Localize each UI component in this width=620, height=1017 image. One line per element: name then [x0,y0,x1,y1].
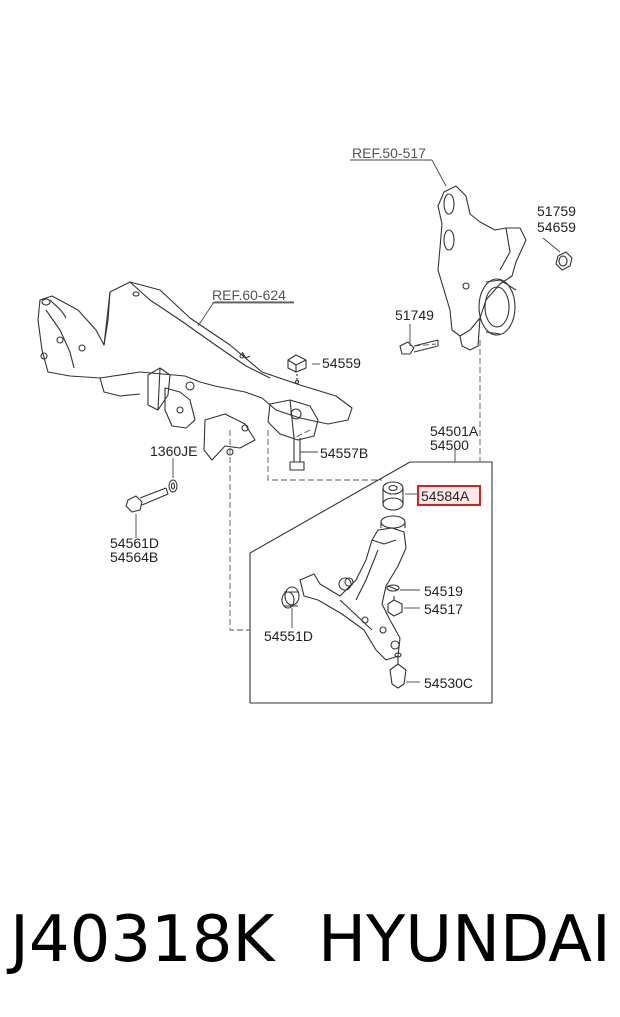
lower-control-arm [299,527,407,661]
leader-lines [135,159,561,683]
ball-joint-54530c [389,652,407,689]
label-54564b: 54564B [110,549,158,565]
part-code: J40318K [10,903,275,977]
bolt-54557b [289,438,305,471]
brand-name: HYUNDAI [318,903,611,977]
bushing-54551d [281,577,352,609]
label-1360je: 1360JE [150,443,197,459]
nut-51759 [555,251,573,271]
label-51749: 51749 [395,307,434,323]
bolt-51749 [399,339,439,355]
label-54517: 54517 [424,601,463,617]
nut-54517 [387,596,403,617]
label-54519: 54519 [424,583,463,599]
label-51759: 51759 [537,203,576,219]
crossmember-subframe [37,281,353,461]
label-54500: 54500 [430,437,469,453]
label-54584a: 54584A [421,488,470,504]
label-54659: 54659 [537,219,576,235]
steering-knuckle [437,185,527,351]
clip-54519 [386,584,400,592]
label-54561d: 54561D [110,535,159,551]
highlight-box [417,485,481,506]
label-54530c: 54530C [424,675,473,691]
ref-label-crossmember: REF.60-624 [212,287,286,303]
label-54501a: 54501A [430,423,479,439]
bolt-54561d [125,487,169,513]
dashed-guides [229,340,481,631]
label-54559: 54559 [322,355,361,371]
lower-arm-box [249,461,493,704]
bushing-54584a [380,481,406,529]
ref-label-knuckle: REF.50-517 [352,145,426,161]
footer: J40318K HYUNDAI [0,890,620,990]
nut-54559 [287,354,307,385]
label-54551d: 54551D [264,628,313,644]
washer-1360je [168,479,178,493]
label-54557b: 54557B [320,445,368,461]
